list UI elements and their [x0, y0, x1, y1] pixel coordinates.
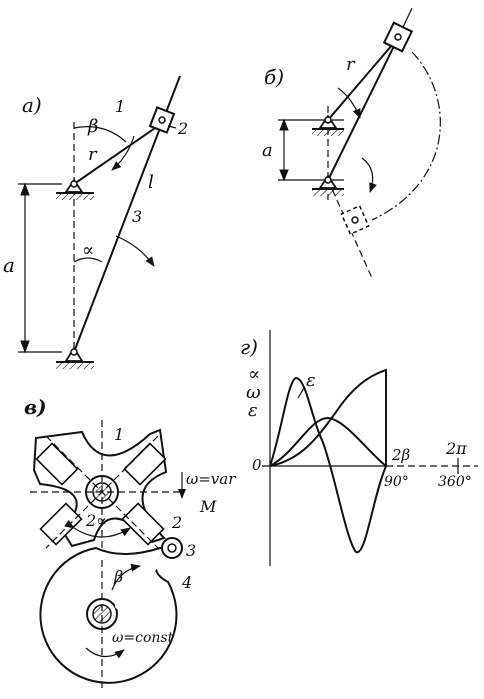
- tick-90-label: 90°: [384, 474, 409, 490]
- part-1-label-v: 1: [114, 425, 124, 444]
- omega-var-label: ω=var: [186, 470, 236, 488]
- panel-g: г) ∝ ω ε 0 2β 90° 2π 360° ε: [240, 330, 478, 566]
- panel-v-label: в): [24, 395, 47, 419]
- fixed-pivot-b-top-icon: [312, 114, 344, 136]
- crank-r-label: r: [88, 144, 98, 165]
- part-2-label-v: 2: [171, 513, 182, 532]
- panel-v: в) 1 2 3 4: [24, 395, 236, 690]
- maltese-cross-icon: [32, 428, 168, 548]
- omega-const-label: ω=const: [112, 630, 174, 646]
- panel-b-label: б): [264, 65, 284, 89]
- curve-epsilon: [269, 376, 387, 554]
- tick-360-label: 360°: [438, 474, 472, 490]
- fixed-pivot-top-icon: [56, 178, 94, 200]
- dimension-a-label: a: [3, 253, 15, 277]
- slider-block-dashed-icon: [340, 204, 370, 236]
- angle-beta-label-v: β: [113, 567, 123, 586]
- slider-block-top-icon: [382, 21, 414, 53]
- dimension-a-label-b: a: [262, 140, 273, 161]
- link-l-label: l: [148, 172, 154, 193]
- fixed-pivot-b-bottom-icon: [312, 174, 344, 196]
- panel-a-label: a): [22, 93, 42, 117]
- origin-label: 0: [252, 456, 262, 474]
- tick-2beta-label: 2β: [391, 446, 411, 464]
- curve-omega: [269, 416, 387, 467]
- fixed-pivot-bottom-icon: [56, 346, 94, 369]
- part-3-label-v: 3: [186, 541, 196, 560]
- curve-epsilon-label: ε: [306, 370, 316, 391]
- crank-r-label-b: r: [346, 54, 356, 75]
- part-1-label: 1: [115, 97, 125, 116]
- moment-label: M: [199, 497, 217, 516]
- curve-alpha: [269, 368, 387, 467]
- tick-2pi-label: 2π: [445, 439, 467, 458]
- panel-b: б) a r: [262, 7, 441, 279]
- part-3-label: 3: [132, 207, 142, 226]
- angle-2alpha-label: 2∝: [85, 511, 107, 530]
- y-label-omega: ω: [246, 382, 261, 403]
- panel-g-label: г): [240, 335, 258, 359]
- part-2-label: 2: [177, 119, 188, 138]
- part-4-label-v: 4: [181, 573, 192, 592]
- y-label-alpha: ∝: [248, 364, 260, 385]
- y-label-epsilon: ε: [248, 400, 258, 421]
- angle-beta-label: β: [87, 116, 98, 137]
- angle-alpha-label: ∝: [82, 240, 94, 261]
- panel-a: a) a r l 3 1 2 β ∝: [3, 75, 188, 369]
